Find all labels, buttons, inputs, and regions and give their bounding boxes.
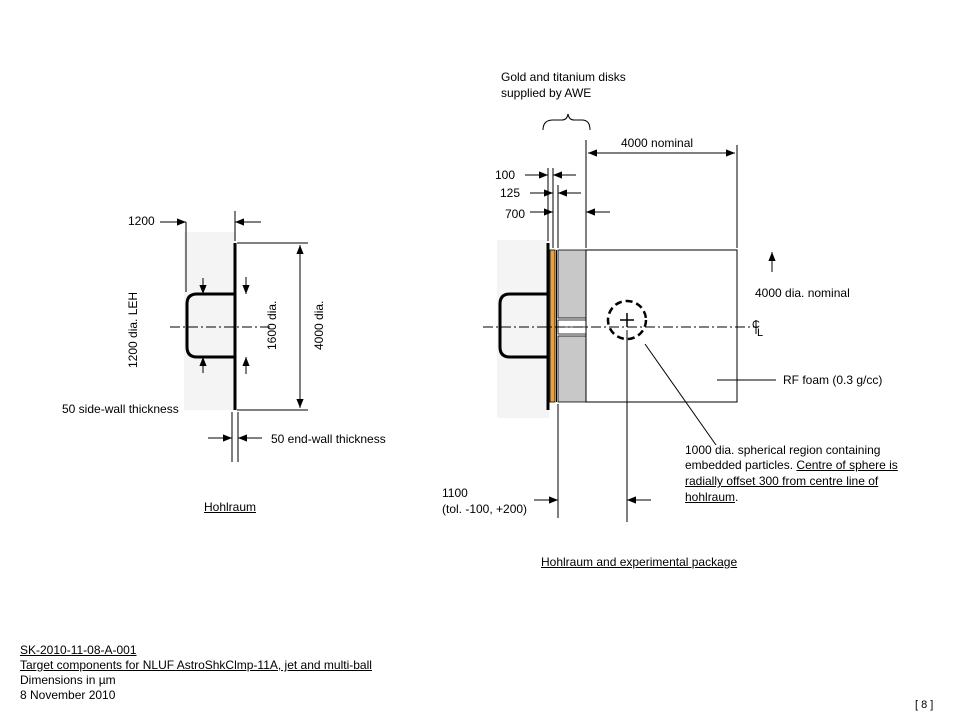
label-4000-dia-nominal: 4000 dia. nominal: [755, 286, 850, 300]
sphere-note-line1: 1000 dia. spherical region containing: [685, 443, 881, 457]
label-4000-nominal: 4000 nominal: [621, 136, 694, 150]
centreline-c: C: [752, 319, 760, 331]
disks-brace: [542, 113, 591, 131]
label-1600-dia: 1600 dia.: [265, 300, 279, 350]
sphere-note-line2-b: Centre of sphere is: [796, 458, 898, 472]
label-1200: 1200: [128, 214, 155, 228]
sphere-note-line3: radially offset 300 from centre line of: [685, 474, 879, 488]
caption-hohlraum: Hohlraum: [204, 500, 257, 514]
label-1100: 1100: [442, 486, 468, 500]
drawing-ref: SK-2010-11-08-A-001: [20, 643, 137, 657]
particle-sphere: [606, 299, 648, 341]
label-disks-line1: Gold and titanium disks: [501, 70, 626, 84]
drawing-date: 8 November 2010: [20, 688, 116, 702]
label-125: 125: [500, 186, 521, 200]
sphere-leader: [644, 343, 717, 446]
gold-disk-layer: [549, 249, 556, 403]
hohlraum-drawing: [160, 211, 308, 462]
page-number: [ 8 ]: [915, 699, 934, 711]
title-block: SK-2010-11-08-A-001 Target components fo…: [20, 643, 372, 703]
hohlraum-backdrop: [184, 232, 236, 410]
drawing-title: Target components for NLUF AstroShkClmp-…: [20, 658, 372, 672]
label-side-wall: 50 side-wall thickness: [62, 402, 179, 416]
package-leh-cup: [498, 292, 548, 359]
label-700: 700: [505, 207, 526, 221]
package-backdrop: [497, 240, 549, 418]
foam-disk-bottom: [557, 335, 587, 403]
hohlraum-leh-cup: [185, 292, 235, 359]
label-1100-tol: (tol. -100, +200): [442, 502, 528, 516]
sphere-note-line2: embedded particles. Centre of sphere is: [685, 458, 898, 473]
label-4000-dia: 4000 dia.: [312, 300, 326, 350]
rf-foam-cylinder: [585, 249, 738, 403]
package-drawing: [483, 113, 776, 522]
centreline-l: L: [757, 327, 764, 339]
label-disks-line2: supplied by AWE: [501, 86, 592, 100]
label-end-wall: 50 end-wall thickness: [271, 432, 386, 446]
label-rf-foam: RF foam (0.3 g/cc): [783, 373, 883, 387]
sphere-note-line4: hohlraum.: [685, 490, 738, 505]
drawing-units: Dimensions in µm: [20, 673, 116, 687]
label-100: 100: [495, 168, 516, 182]
sphere-note-line4-a: hohlraum: [685, 490, 736, 504]
sphere-note-line2-a: embedded particles.: [685, 458, 797, 472]
label-leh-dia: 1200 dia. LEH: [126, 291, 140, 368]
caption-package: Hohlraum and experimental package: [541, 555, 738, 569]
sphere-note-line4-b: .: [735, 490, 739, 504]
foam-disk-top: [557, 249, 587, 319]
